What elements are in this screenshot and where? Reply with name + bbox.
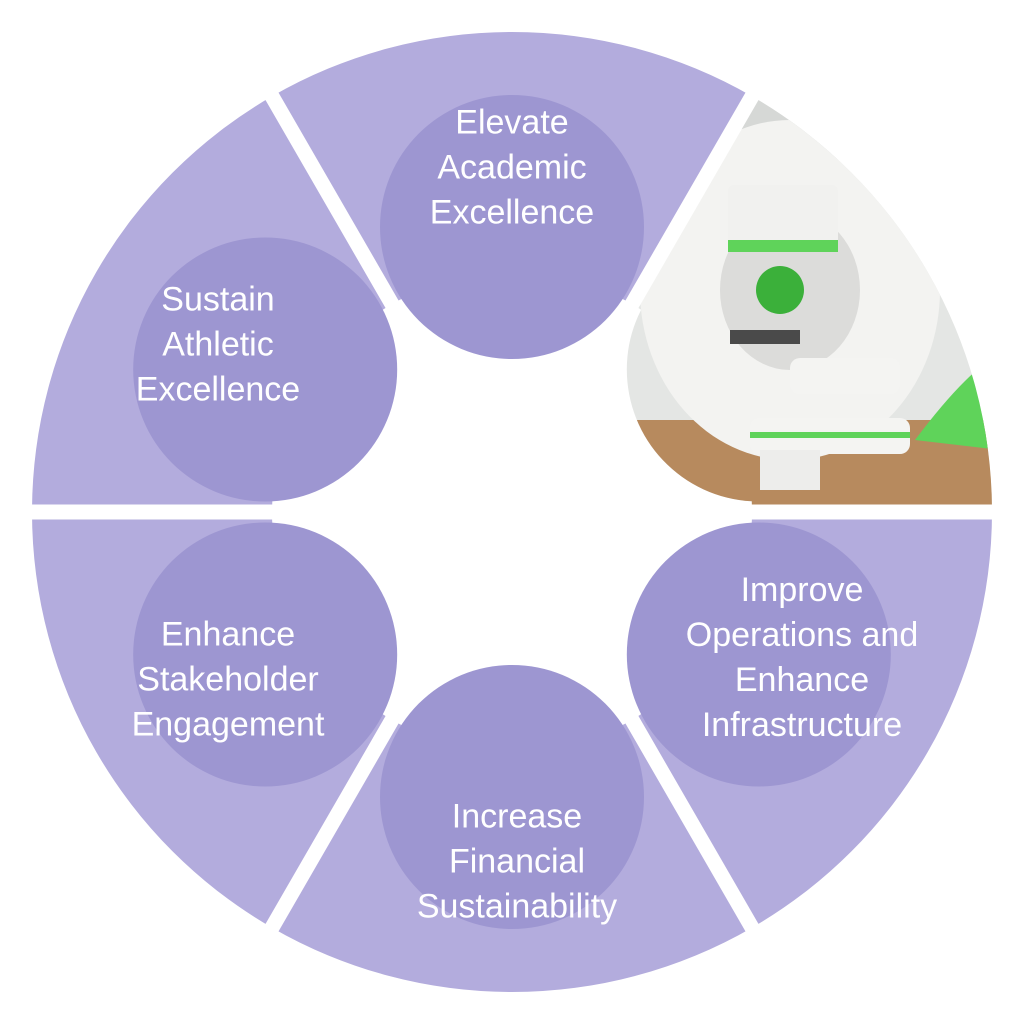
segment-divider: [255, 75, 519, 516]
segment-divider: [505, 75, 769, 516]
segment-academic: [272, 31, 752, 359]
segment-divider: [505, 508, 769, 949]
segment-financial: [272, 665, 752, 993]
segment-divider: [255, 508, 519, 949]
segment-operations: [626, 512, 992, 928]
segment-athletic: [32, 96, 398, 513]
segment-stakeholder: [32, 512, 398, 928]
